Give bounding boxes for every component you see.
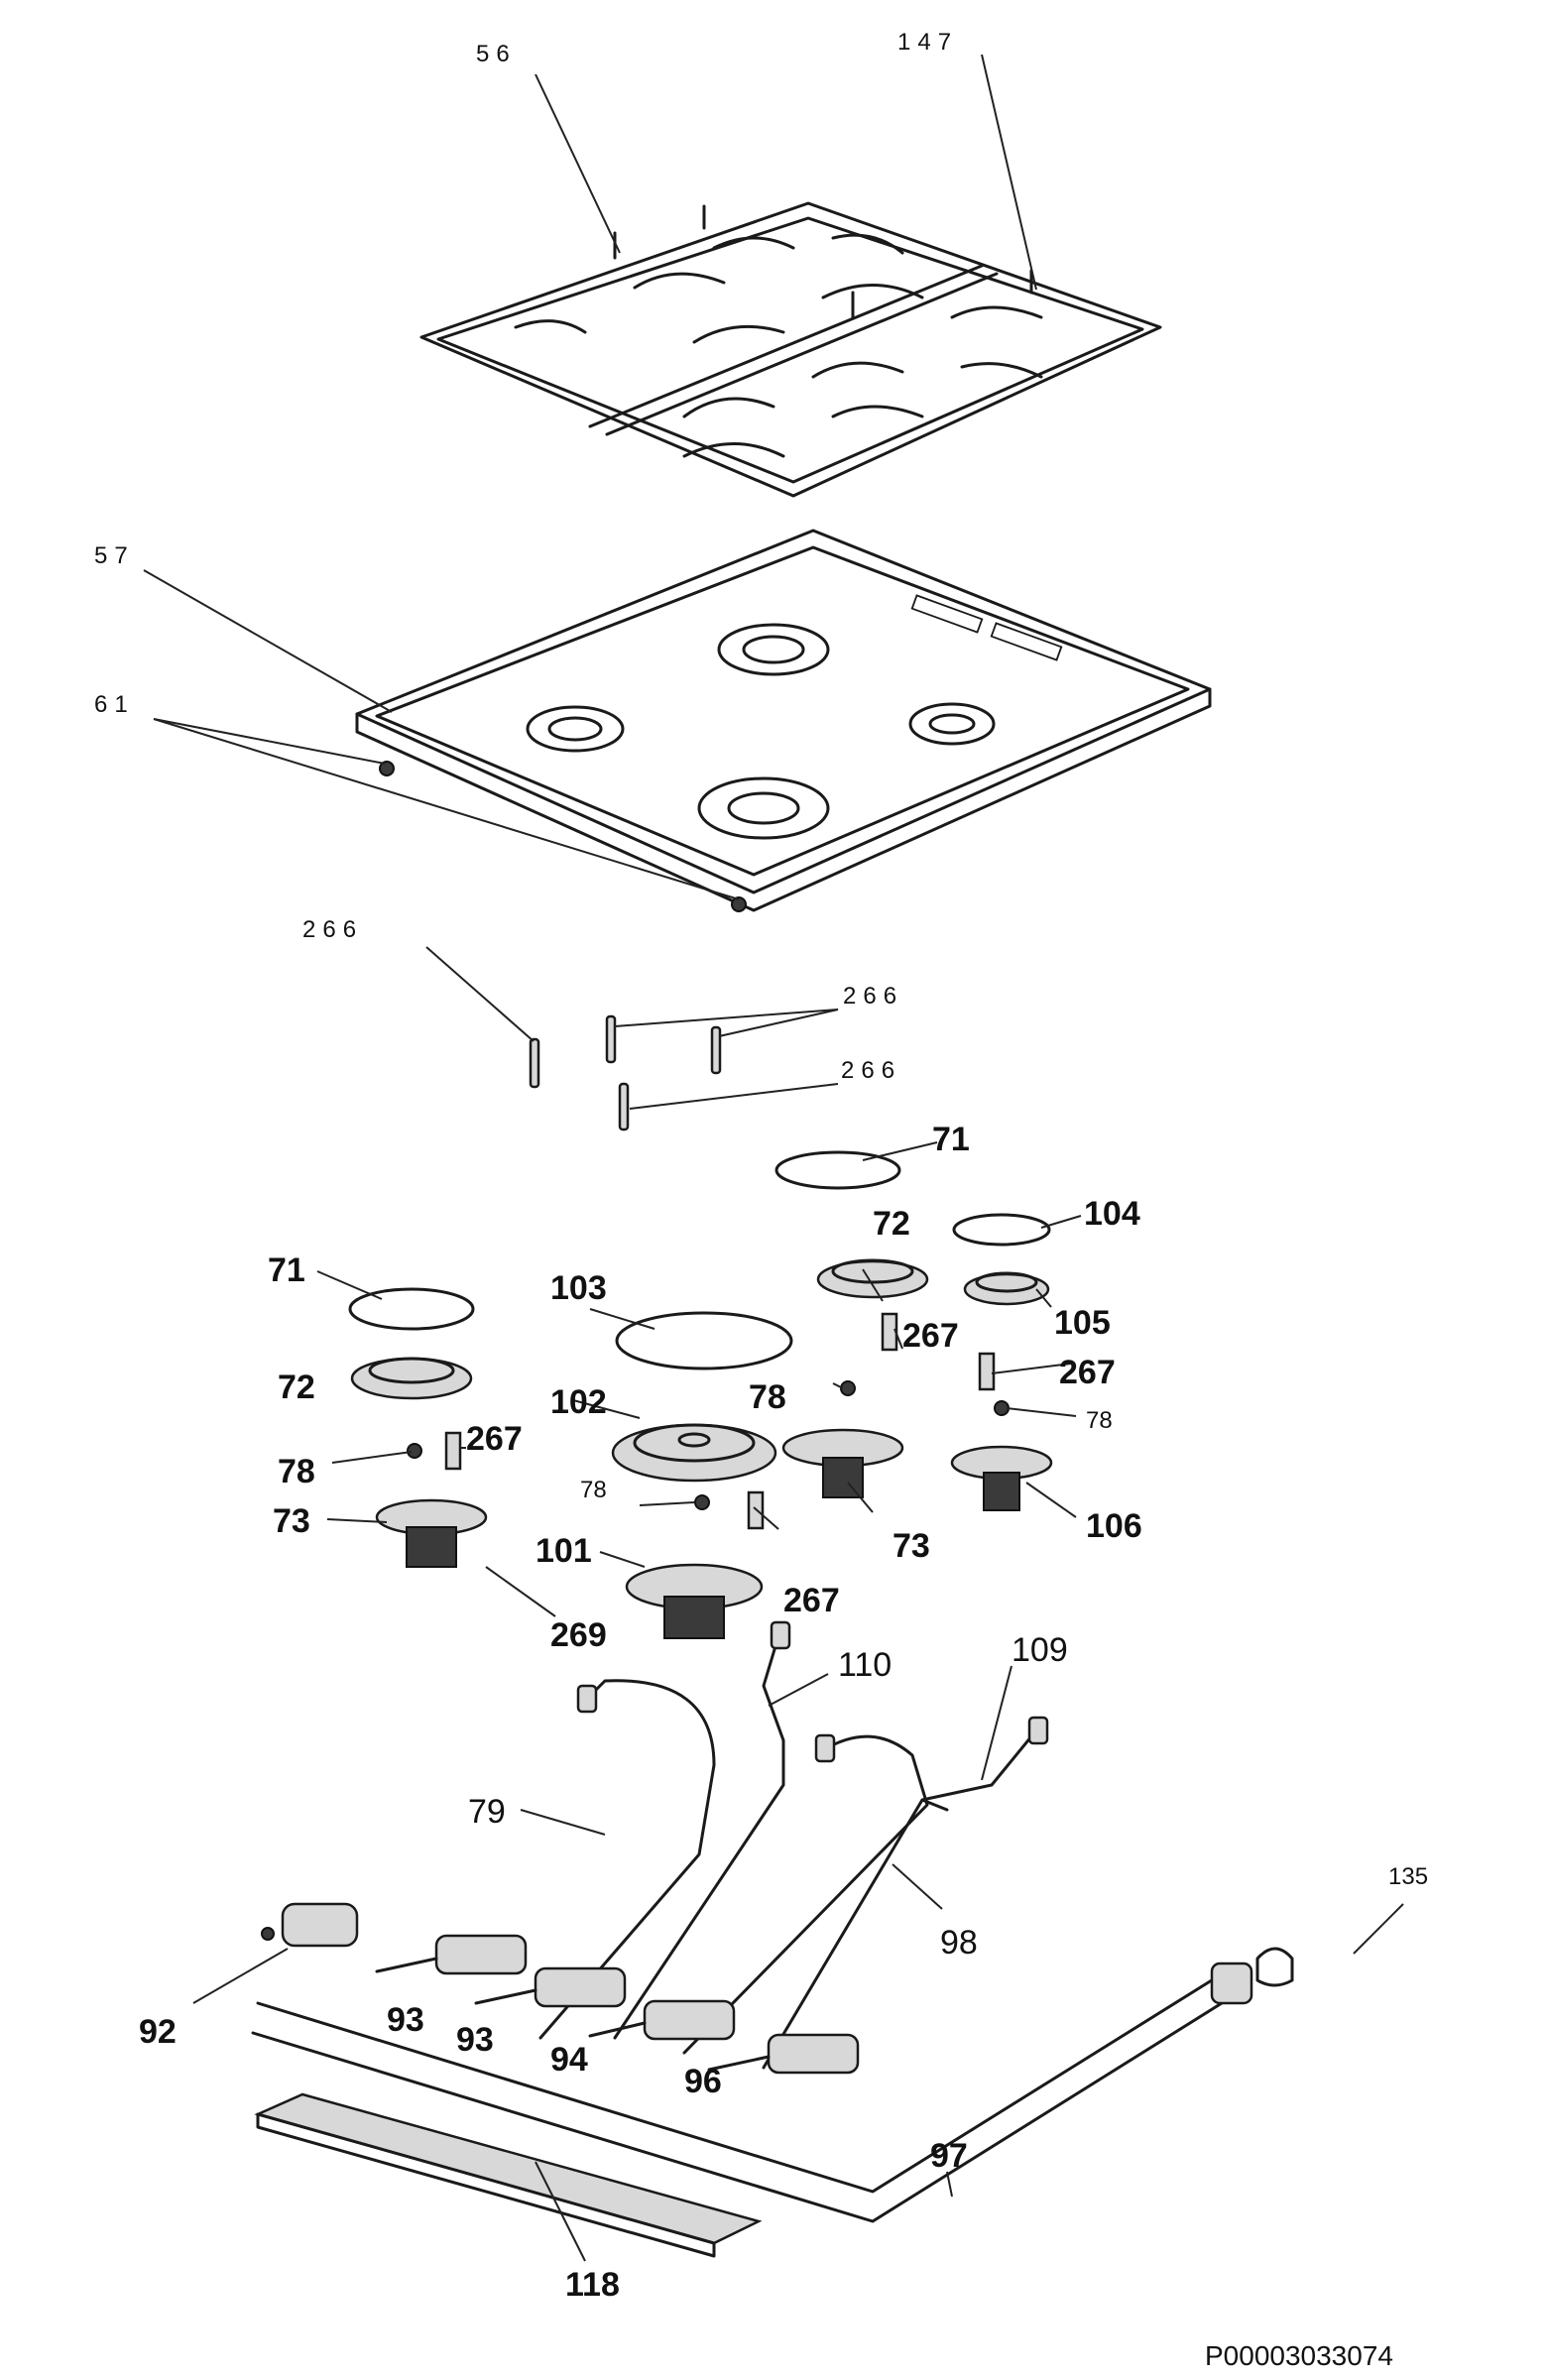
label-78-left: 78 — [278, 1453, 315, 1490]
gas-pipes — [538, 1620, 1049, 2070]
label-57: 57 — [94, 542, 135, 569]
label-118: 118 — [565, 2266, 620, 2304]
label-105: 105 — [1054, 1304, 1111, 1342]
label-266-lower: 266 — [841, 1057, 901, 1084]
leader-lines — [143, 54, 1404, 2262]
label-93-right: 93 — [456, 2021, 494, 2059]
label-147: 147 — [897, 29, 958, 56]
drawing-reference-number: P00003033074 — [1205, 2340, 1393, 2371]
label-267-left: 267 — [466, 1420, 523, 1458]
label-269: 269 — [550, 1616, 607, 1654]
label-104: 104 — [1084, 1195, 1140, 1233]
label-61: 61 — [94, 691, 135, 718]
ignition-electrodes — [529, 1014, 722, 1131]
gas-taps — [261, 1902, 1294, 2075]
label-103: 103 — [550, 1269, 607, 1307]
label-110: 110 — [838, 1646, 892, 1684]
part-labels: 56 147 57 61 266 266 266 71 71 72 72 104… — [94, 29, 1428, 2371]
label-267-top-mid: 267 — [902, 1317, 959, 1355]
label-71-left: 71 — [268, 1251, 305, 1289]
label-267-bottom: 267 — [783, 1582, 840, 1619]
label-79: 79 — [468, 1793, 506, 1831]
burner-bodies — [375, 1428, 1053, 1639]
label-98: 98 — [940, 1924, 978, 1962]
label-102: 102 — [550, 1383, 607, 1421]
hob-top — [355, 529, 1212, 912]
label-97: 97 — [930, 2137, 968, 2175]
label-56: 56 — [476, 41, 517, 67]
label-96: 96 — [684, 2063, 722, 2100]
label-72-left: 72 — [278, 1368, 315, 1406]
label-78-right: 78 — [1086, 1407, 1113, 1434]
label-73-right: 73 — [893, 1527, 930, 1565]
pan-supports — [419, 201, 1162, 498]
label-267-right: 267 — [1059, 1354, 1116, 1391]
gas-manifold-tube — [251, 1962, 1253, 2223]
label-78-lower: 78 — [580, 1477, 607, 1503]
burner-caps-and-heads — [348, 1150, 1051, 1483]
label-266-left: 266 — [302, 916, 363, 943]
label-78-mid: 78 — [749, 1378, 786, 1416]
label-101: 101 — [536, 1532, 592, 1570]
label-93-left: 93 — [387, 2001, 424, 2039]
label-94: 94 — [550, 2041, 588, 2079]
label-71-right: 71 — [932, 1121, 970, 1158]
springs-and-screws — [407, 1312, 1010, 1530]
label-266-top: 266 — [843, 983, 903, 1010]
label-72-right: 72 — [873, 1205, 910, 1243]
tap-support-bracket — [254, 2092, 763, 2258]
label-73-left: 73 — [273, 1502, 310, 1540]
label-92: 92 — [139, 2013, 177, 2051]
label-109: 109 — [1012, 1631, 1068, 1669]
label-135: 135 — [1388, 1863, 1428, 1890]
label-106: 106 — [1086, 1507, 1142, 1545]
